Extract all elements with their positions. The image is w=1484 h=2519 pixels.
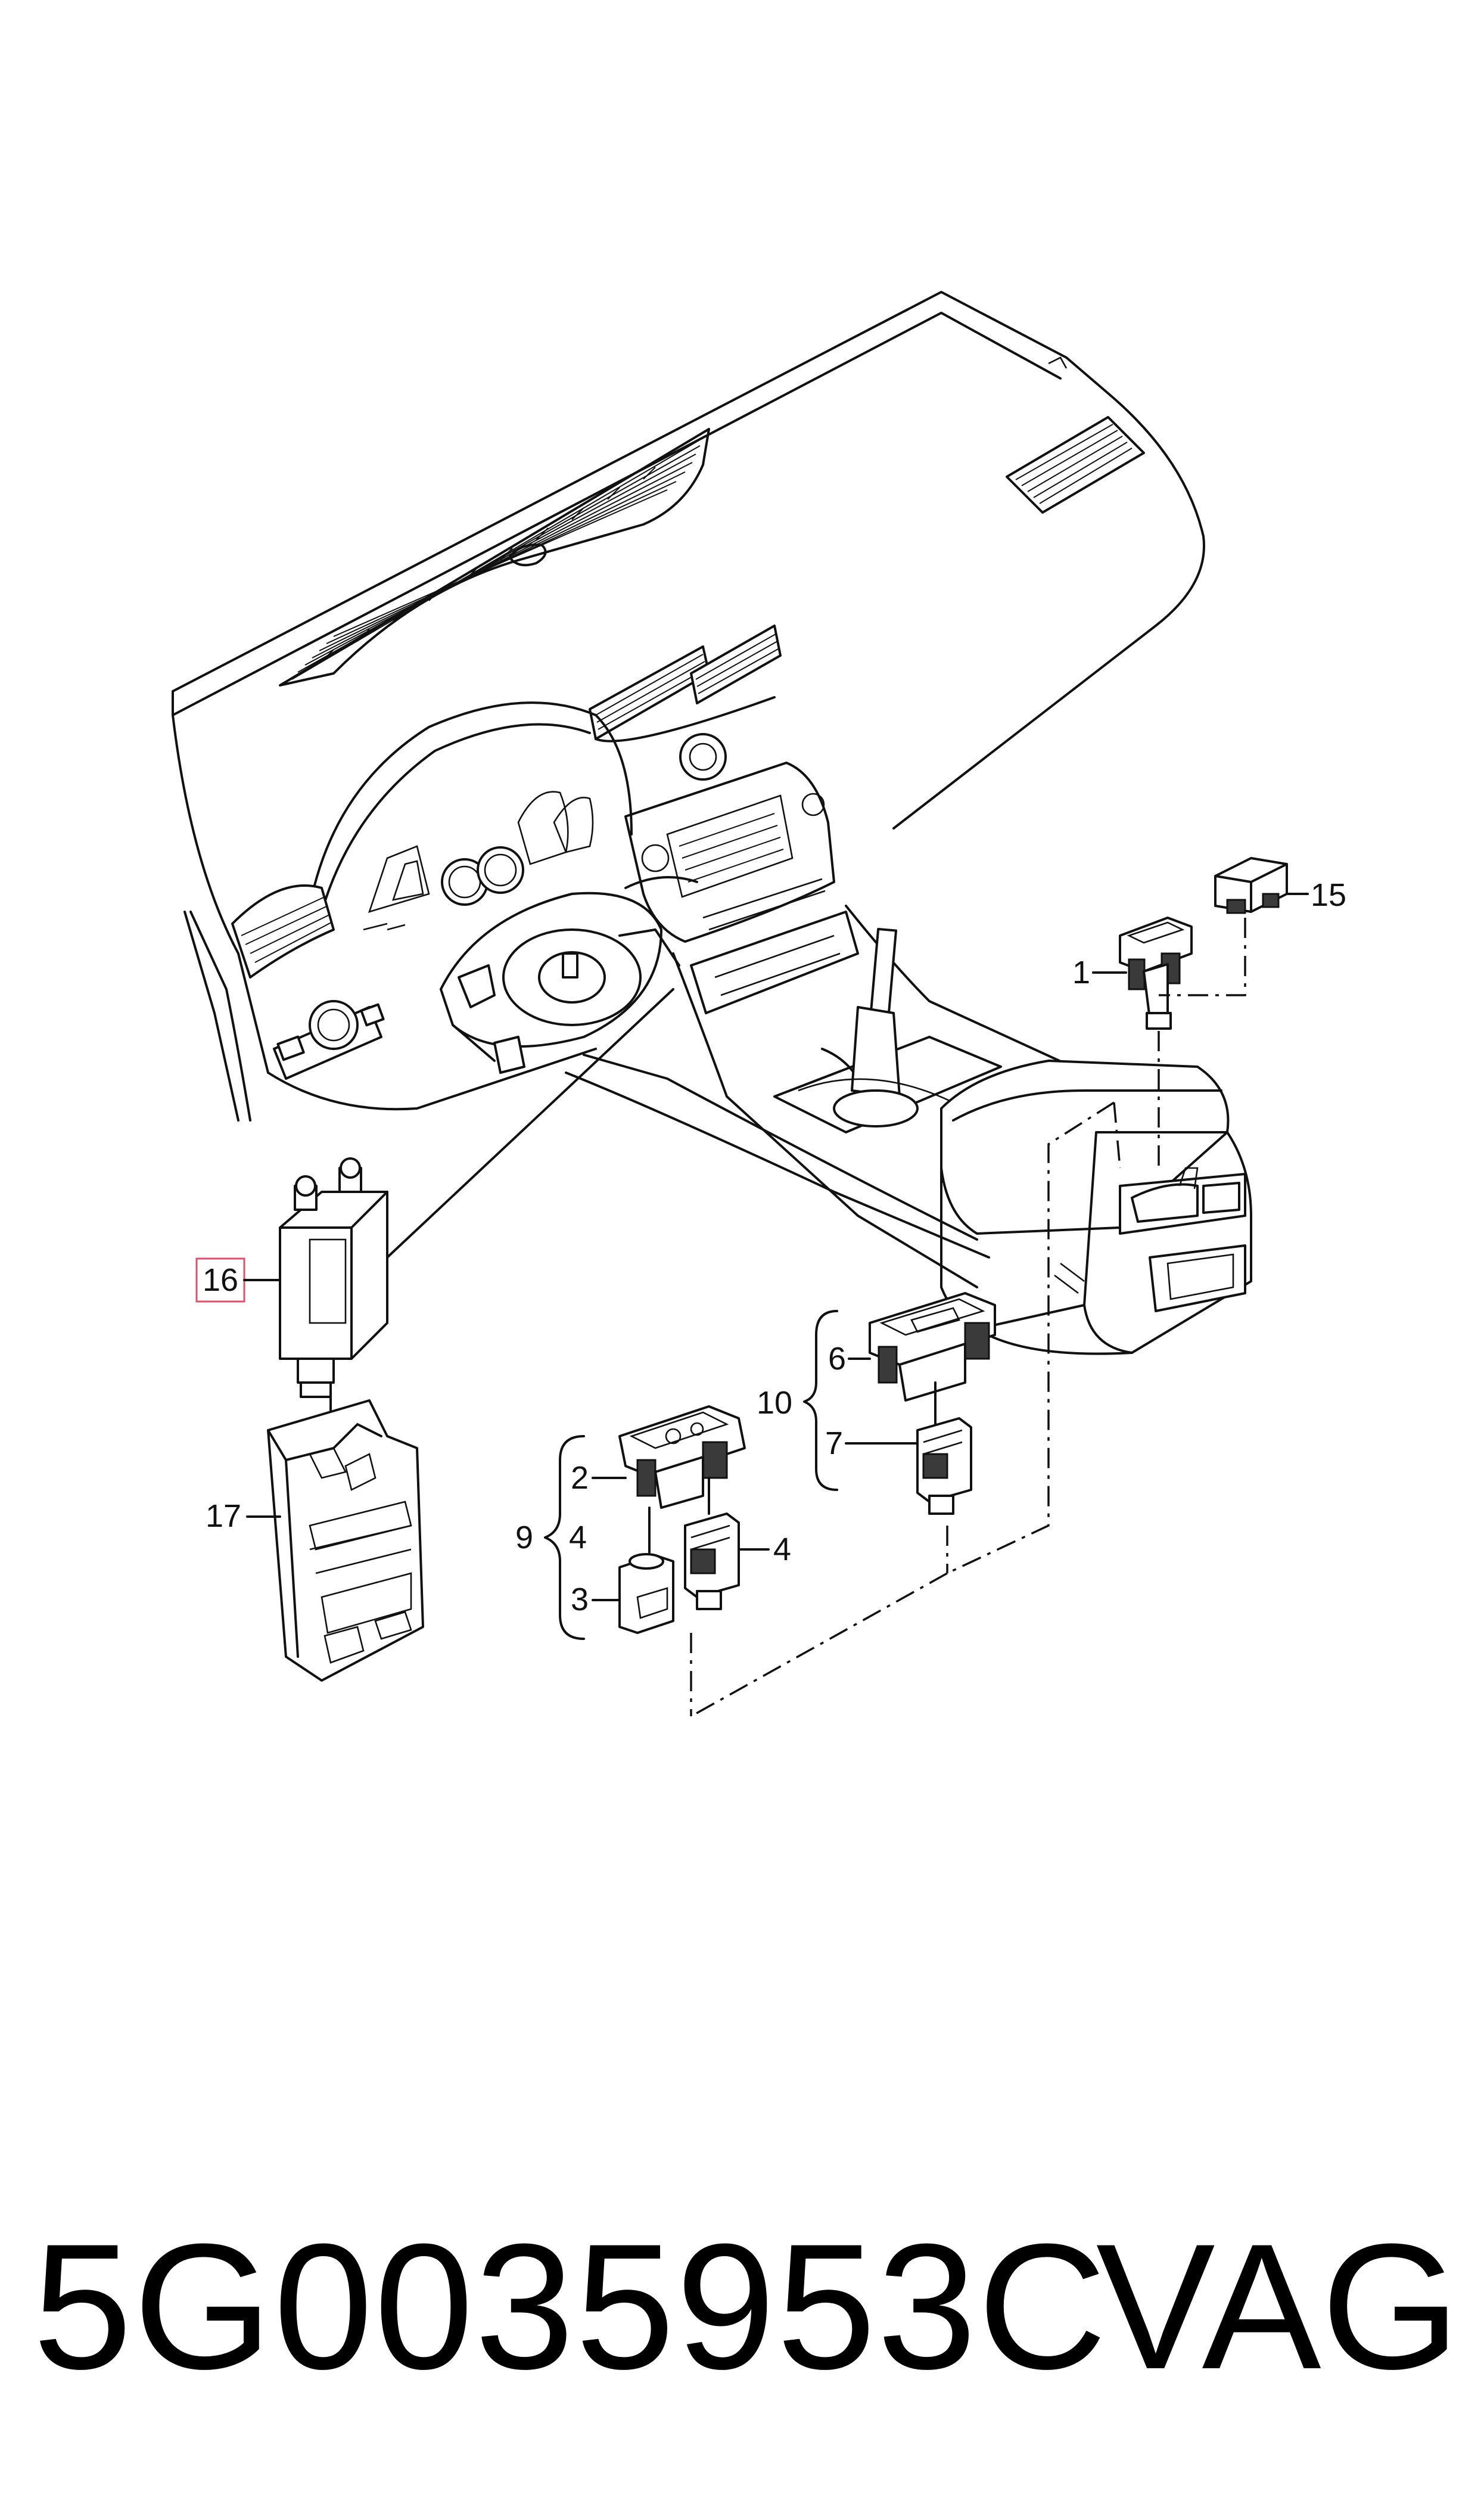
callout-4a: 4: [569, 1520, 587, 1555]
brace-9: [544, 1435, 585, 1640]
leader-16-dashboard: [386, 988, 674, 1259]
brand-name: VAG: [1096, 2206, 1460, 2406]
center-air-vents: [589, 625, 782, 743]
dashboard-illustration: [172, 291, 1205, 1288]
defroster-grille: [279, 428, 710, 687]
cover-cap-15: [1214, 857, 1288, 914]
callout-17: 17: [206, 1498, 241, 1534]
callout-2: 2: [571, 1460, 589, 1496]
callout-3: 3: [571, 1582, 589, 1617]
connector-4: [684, 1512, 740, 1610]
steering-wheel: [440, 876, 698, 1074]
installation-guide-lines: [690, 918, 1246, 1717]
callout-16: 16: [203, 1262, 238, 1298]
callout-15: 15: [1311, 877, 1346, 913]
switch-panel-2: [618, 1405, 746, 1509]
callout-1: 1: [1072, 955, 1090, 990]
callout-6: 6: [828, 1341, 846, 1377]
left-air-vent: [231, 884, 335, 979]
control-module-16: [279, 1157, 388, 1398]
radio-unit: [624, 762, 835, 943]
bracket-17: [267, 1399, 424, 1682]
rear-console-illustration: [940, 1060, 1252, 1355]
callout-10: 10: [757, 1385, 792, 1421]
connector-7: [916, 1417, 972, 1515]
connector-3: [618, 1553, 674, 1634]
gear-shift: [798, 927, 966, 1128]
right-air-vent: [1006, 416, 1145, 514]
callout-9: 9: [515, 1520, 533, 1555]
switch-6: [869, 1292, 996, 1402]
part-number: 5G0035953C: [33, 2206, 1108, 2406]
light-switch: [273, 1000, 385, 1080]
callout-7: 7: [825, 1425, 843, 1461]
instrument-cluster: [363, 791, 594, 931]
brace-10: [803, 1310, 838, 1491]
switch-1: [1119, 917, 1193, 1030]
callout-4b: 4: [773, 1532, 791, 1567]
